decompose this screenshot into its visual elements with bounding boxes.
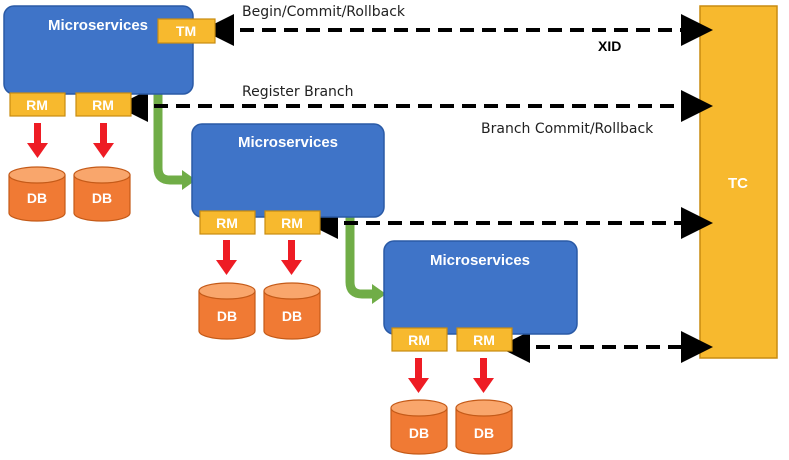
db-2b: DB	[263, 282, 321, 340]
red-arrow-3b	[473, 358, 494, 393]
green-flow-head-1	[182, 170, 196, 190]
rm-3b-box	[456, 327, 513, 352]
red-arrow-1a	[27, 123, 48, 158]
db-3b: DB	[455, 399, 513, 455]
rm-3a-box	[391, 327, 448, 352]
tc-label: TC	[728, 175, 748, 192]
microservice-1: Microservices TM RM RM DB DB	[3, 5, 216, 222]
rm-1b-box	[75, 92, 132, 117]
db-1a-label: DB	[27, 190, 47, 206]
db-3b-label: DB	[474, 425, 494, 441]
red-arrow-3a	[408, 358, 429, 393]
microservice-1-label: Microservices	[48, 17, 148, 34]
tm-label: TM	[176, 23, 196, 39]
tc-box: TC	[699, 5, 778, 359]
db-2a: DB	[198, 282, 256, 340]
microservice-2: Microservices RM RM DB DB	[191, 123, 385, 340]
db-3a-label: DB	[409, 425, 429, 441]
rm-2b-label: RM	[281, 215, 303, 231]
rm-2a-label: RM	[216, 215, 238, 231]
red-arrow-1b	[93, 123, 114, 158]
red-arrow-2b	[281, 240, 302, 275]
green-flow-arrow-1	[153, 92, 196, 190]
db-1b-label: DB	[92, 190, 112, 206]
rm-1a-box	[9, 92, 66, 117]
db-1b: DB	[73, 166, 131, 222]
rm-3b-label: RM	[473, 332, 495, 348]
rm-3a-label: RM	[408, 332, 430, 348]
green-flow-path-2	[345, 210, 372, 299]
tm-box	[157, 18, 216, 44]
microservice-2-label: Microservices	[238, 134, 338, 151]
label-branch-commit: Branch Commit/Rollback	[481, 121, 654, 137]
red-arrow-2a	[216, 240, 237, 275]
green-flow-path-1	[153, 92, 182, 185]
rm-1a-label: RM	[26, 97, 48, 113]
microservice-3: Microservices RM RM DB DB	[383, 240, 578, 455]
label-xid: XID	[598, 38, 621, 54]
green-flow-head-2	[372, 284, 386, 304]
green-flow-arrow-2	[345, 210, 386, 304]
db-1a: DB	[8, 166, 66, 222]
db-2b-label: DB	[282, 308, 302, 324]
rm-2b-box	[264, 210, 321, 235]
label-begin-commit: Begin/Commit/Rollback	[242, 4, 406, 20]
rm-1b-label: RM	[92, 97, 114, 113]
db-2a-label: DB	[217, 308, 237, 324]
rm-2a-box	[199, 210, 256, 235]
tc-rect	[699, 5, 778, 359]
db-3a: DB	[390, 399, 448, 455]
microservice-3-label: Microservices	[430, 252, 530, 269]
label-register-branch: Register Branch	[242, 84, 353, 100]
